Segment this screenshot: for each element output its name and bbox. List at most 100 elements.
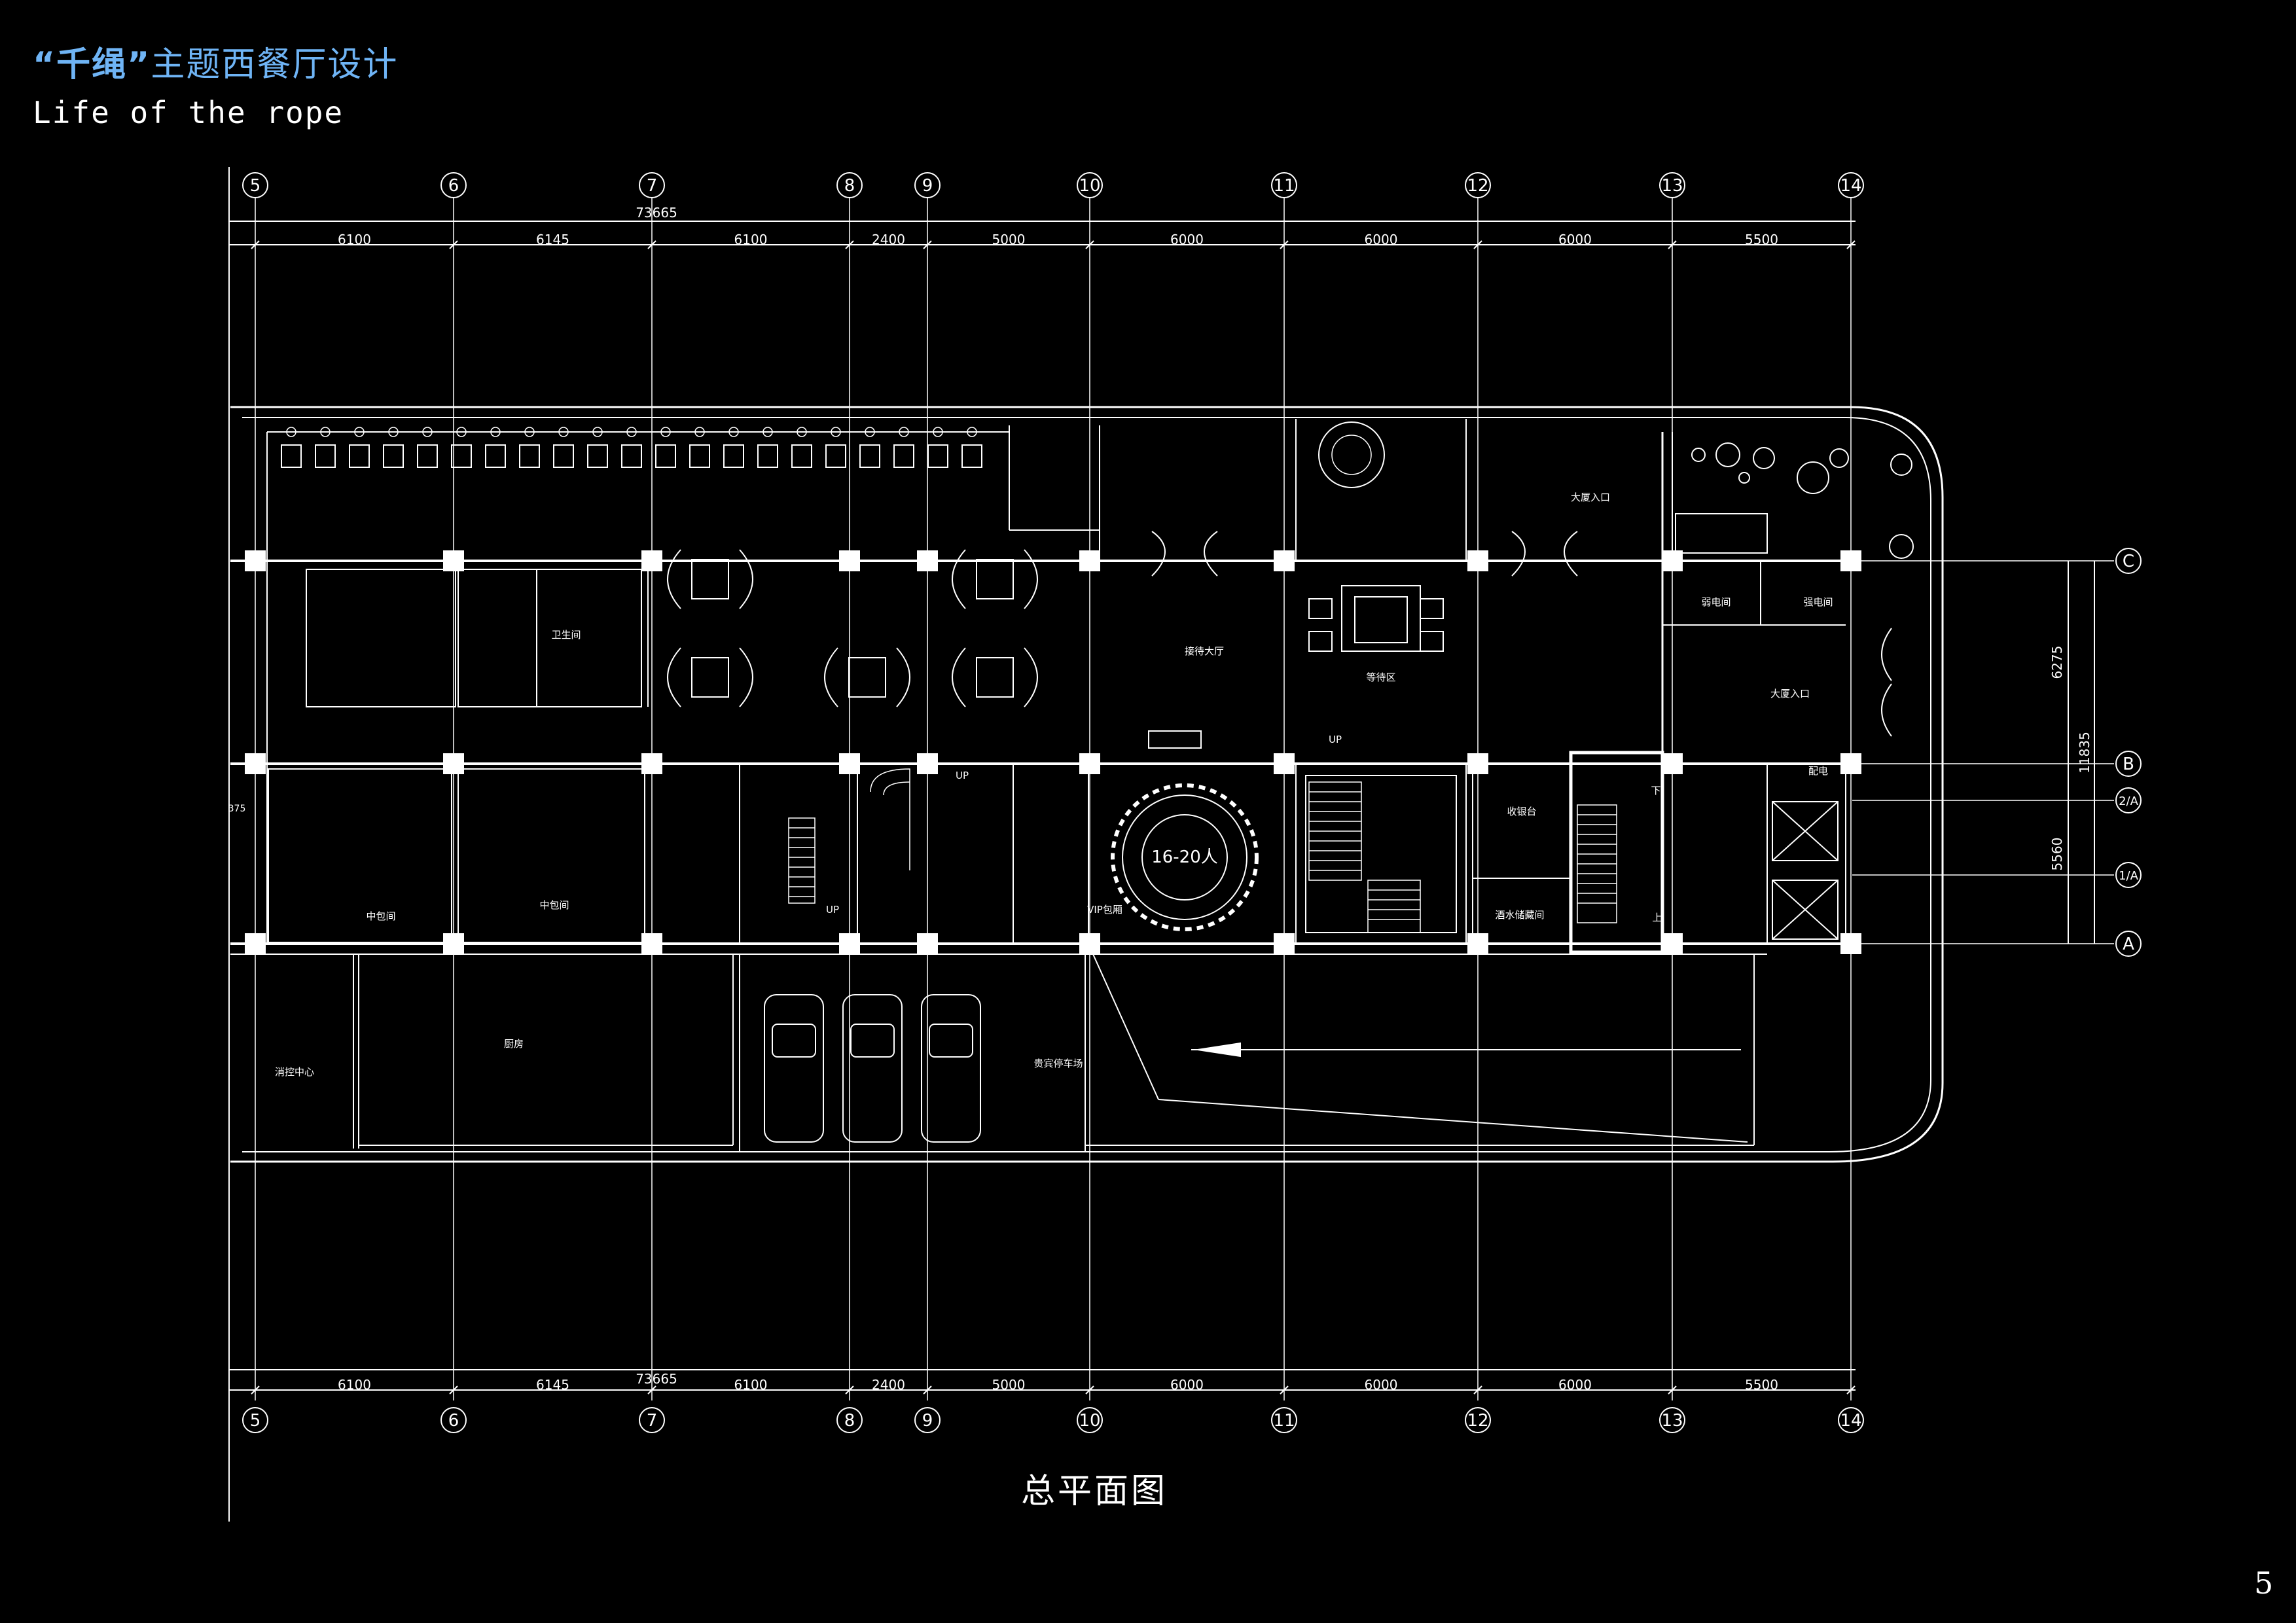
grid-label-13: 13 bbox=[1661, 176, 1683, 196]
room-label-waiting-area: 等待区 bbox=[1366, 671, 1395, 683]
grid-bubble-10 bbox=[1077, 172, 1103, 198]
booth-seat bbox=[689, 444, 710, 468]
grid-row-bubble-C bbox=[2115, 548, 2142, 574]
grid-label-6: 6 bbox=[448, 1411, 459, 1431]
grid-bubble-9 bbox=[914, 1407, 941, 1433]
booth-seat bbox=[383, 444, 404, 468]
planter bbox=[388, 427, 399, 437]
grid-row-label-1/A: 1/A bbox=[2119, 869, 2139, 883]
structural-column bbox=[1467, 753, 1488, 774]
grid-bubble-5 bbox=[242, 172, 268, 198]
grid-label-12: 12 bbox=[1467, 176, 1488, 196]
room-label-vip-room: VIP包厢 bbox=[1087, 904, 1122, 916]
planter bbox=[626, 427, 637, 437]
grid-row-label-C: C bbox=[2123, 552, 2134, 571]
structural-column bbox=[1840, 550, 1861, 571]
title-block: “千绳”主题西餐厅设计 Life of the rope bbox=[33, 37, 398, 130]
booth-seat bbox=[519, 444, 540, 468]
room-label-fire-control: 消控中心 bbox=[275, 1066, 314, 1078]
room-label-up-2: UP bbox=[956, 770, 969, 781]
grid-row-label-2/A: 2/A bbox=[2119, 794, 2139, 808]
grid-bubble-7 bbox=[639, 1407, 665, 1433]
grid-bubble-11 bbox=[1271, 172, 1297, 198]
room-label-wine-storage: 酒水储藏间 bbox=[1495, 909, 1544, 921]
dim-tick bbox=[845, 240, 854, 249]
planter bbox=[933, 427, 943, 437]
structural-column bbox=[245, 933, 266, 954]
dim-tick bbox=[449, 1385, 458, 1395]
bay-dimension-top: 5000 bbox=[992, 232, 1026, 247]
dim-tick bbox=[647, 240, 656, 249]
bay-dimension-bottom: 2400 bbox=[872, 1377, 905, 1393]
dim-tick bbox=[1473, 240, 1482, 249]
structural-column bbox=[1662, 550, 1683, 571]
room-label-private-room-1: 中包间 bbox=[366, 910, 395, 922]
grid-label-7: 7 bbox=[647, 176, 658, 196]
bay-dimension-bottom: 5000 bbox=[992, 1377, 1026, 1393]
structural-column bbox=[917, 933, 938, 954]
planter bbox=[592, 427, 603, 437]
bay-dimension-top: 6000 bbox=[1170, 232, 1204, 247]
planter bbox=[967, 427, 977, 437]
grid-label-11: 11 bbox=[1273, 1411, 1295, 1431]
booth-seat bbox=[485, 444, 506, 468]
grid-label-14: 14 bbox=[1840, 176, 1861, 196]
structural-column bbox=[917, 753, 938, 774]
row-dimension-total: 11835 bbox=[2077, 732, 2092, 774]
room-label-restroom: 卫生间 bbox=[551, 629, 581, 641]
grid-bubble-14 bbox=[1838, 172, 1864, 198]
bay-dimension-bottom: 6145 bbox=[536, 1377, 569, 1393]
planter bbox=[422, 427, 433, 437]
structural-column bbox=[245, 550, 266, 571]
grid-bubble-11 bbox=[1271, 1407, 1297, 1433]
structural-column bbox=[1079, 550, 1100, 571]
bay-dimension-bottom: 6100 bbox=[734, 1377, 768, 1393]
planter bbox=[865, 427, 875, 437]
grid-label-7: 7 bbox=[647, 1411, 658, 1431]
room-label-reception-hall: 接待大厅 bbox=[1185, 645, 1224, 657]
room-label-private-room-2: 中包间 bbox=[539, 899, 569, 911]
row-dimension-upper: 6275 bbox=[2049, 646, 2065, 679]
booth-seat bbox=[621, 444, 642, 468]
bay-dimension-top: 6145 bbox=[536, 232, 569, 247]
chair-arc bbox=[824, 647, 838, 707]
dining-table bbox=[691, 559, 729, 599]
structural-column bbox=[641, 753, 662, 774]
grid-row-bubble-A bbox=[2115, 931, 2142, 957]
grid-row-bubble-2/A bbox=[2115, 787, 2142, 813]
booth-seat bbox=[723, 444, 744, 468]
structural-column bbox=[1840, 933, 1861, 954]
room-label-up-cn: 上 bbox=[1652, 912, 1662, 923]
grid-label-8: 8 bbox=[844, 1411, 855, 1431]
dim-tick bbox=[1846, 240, 1856, 249]
dining-table bbox=[691, 657, 729, 698]
structural-column bbox=[443, 933, 464, 954]
grid-label-14: 14 bbox=[1840, 1411, 1861, 1431]
dim-tick bbox=[1473, 1385, 1482, 1395]
structural-column bbox=[1079, 753, 1100, 774]
bay-dimension-top: 5500 bbox=[1745, 232, 1778, 247]
room-label-up-3: UP bbox=[1329, 734, 1342, 745]
bay-dimension-bottom: 6000 bbox=[1170, 1377, 1204, 1393]
dim-tick bbox=[1280, 1385, 1289, 1395]
booth-seat bbox=[281, 444, 302, 468]
planter bbox=[490, 427, 501, 437]
bay-dimension-top: 6000 bbox=[1558, 232, 1592, 247]
grid-bubble-5 bbox=[242, 1407, 268, 1433]
grid-row-label-B: B bbox=[2123, 755, 2134, 774]
grid-label-6: 6 bbox=[448, 176, 459, 196]
room-label-power-room: 配电 bbox=[1808, 765, 1828, 777]
planter bbox=[558, 427, 569, 437]
grid-bubble-7 bbox=[639, 172, 665, 198]
structural-column bbox=[641, 933, 662, 954]
room-label-round-table: 16-20人 bbox=[1151, 847, 1218, 867]
planter bbox=[286, 427, 296, 437]
booth-seat bbox=[757, 444, 778, 468]
bay-dimension-bottom: 6000 bbox=[1558, 1377, 1592, 1393]
dim-tick bbox=[923, 240, 932, 249]
structural-column bbox=[1467, 550, 1488, 571]
dim-tick bbox=[845, 1385, 854, 1395]
grid-bubble-10 bbox=[1077, 1407, 1103, 1433]
grid-row-bubble-1/A bbox=[2115, 862, 2142, 888]
structural-column bbox=[443, 550, 464, 571]
